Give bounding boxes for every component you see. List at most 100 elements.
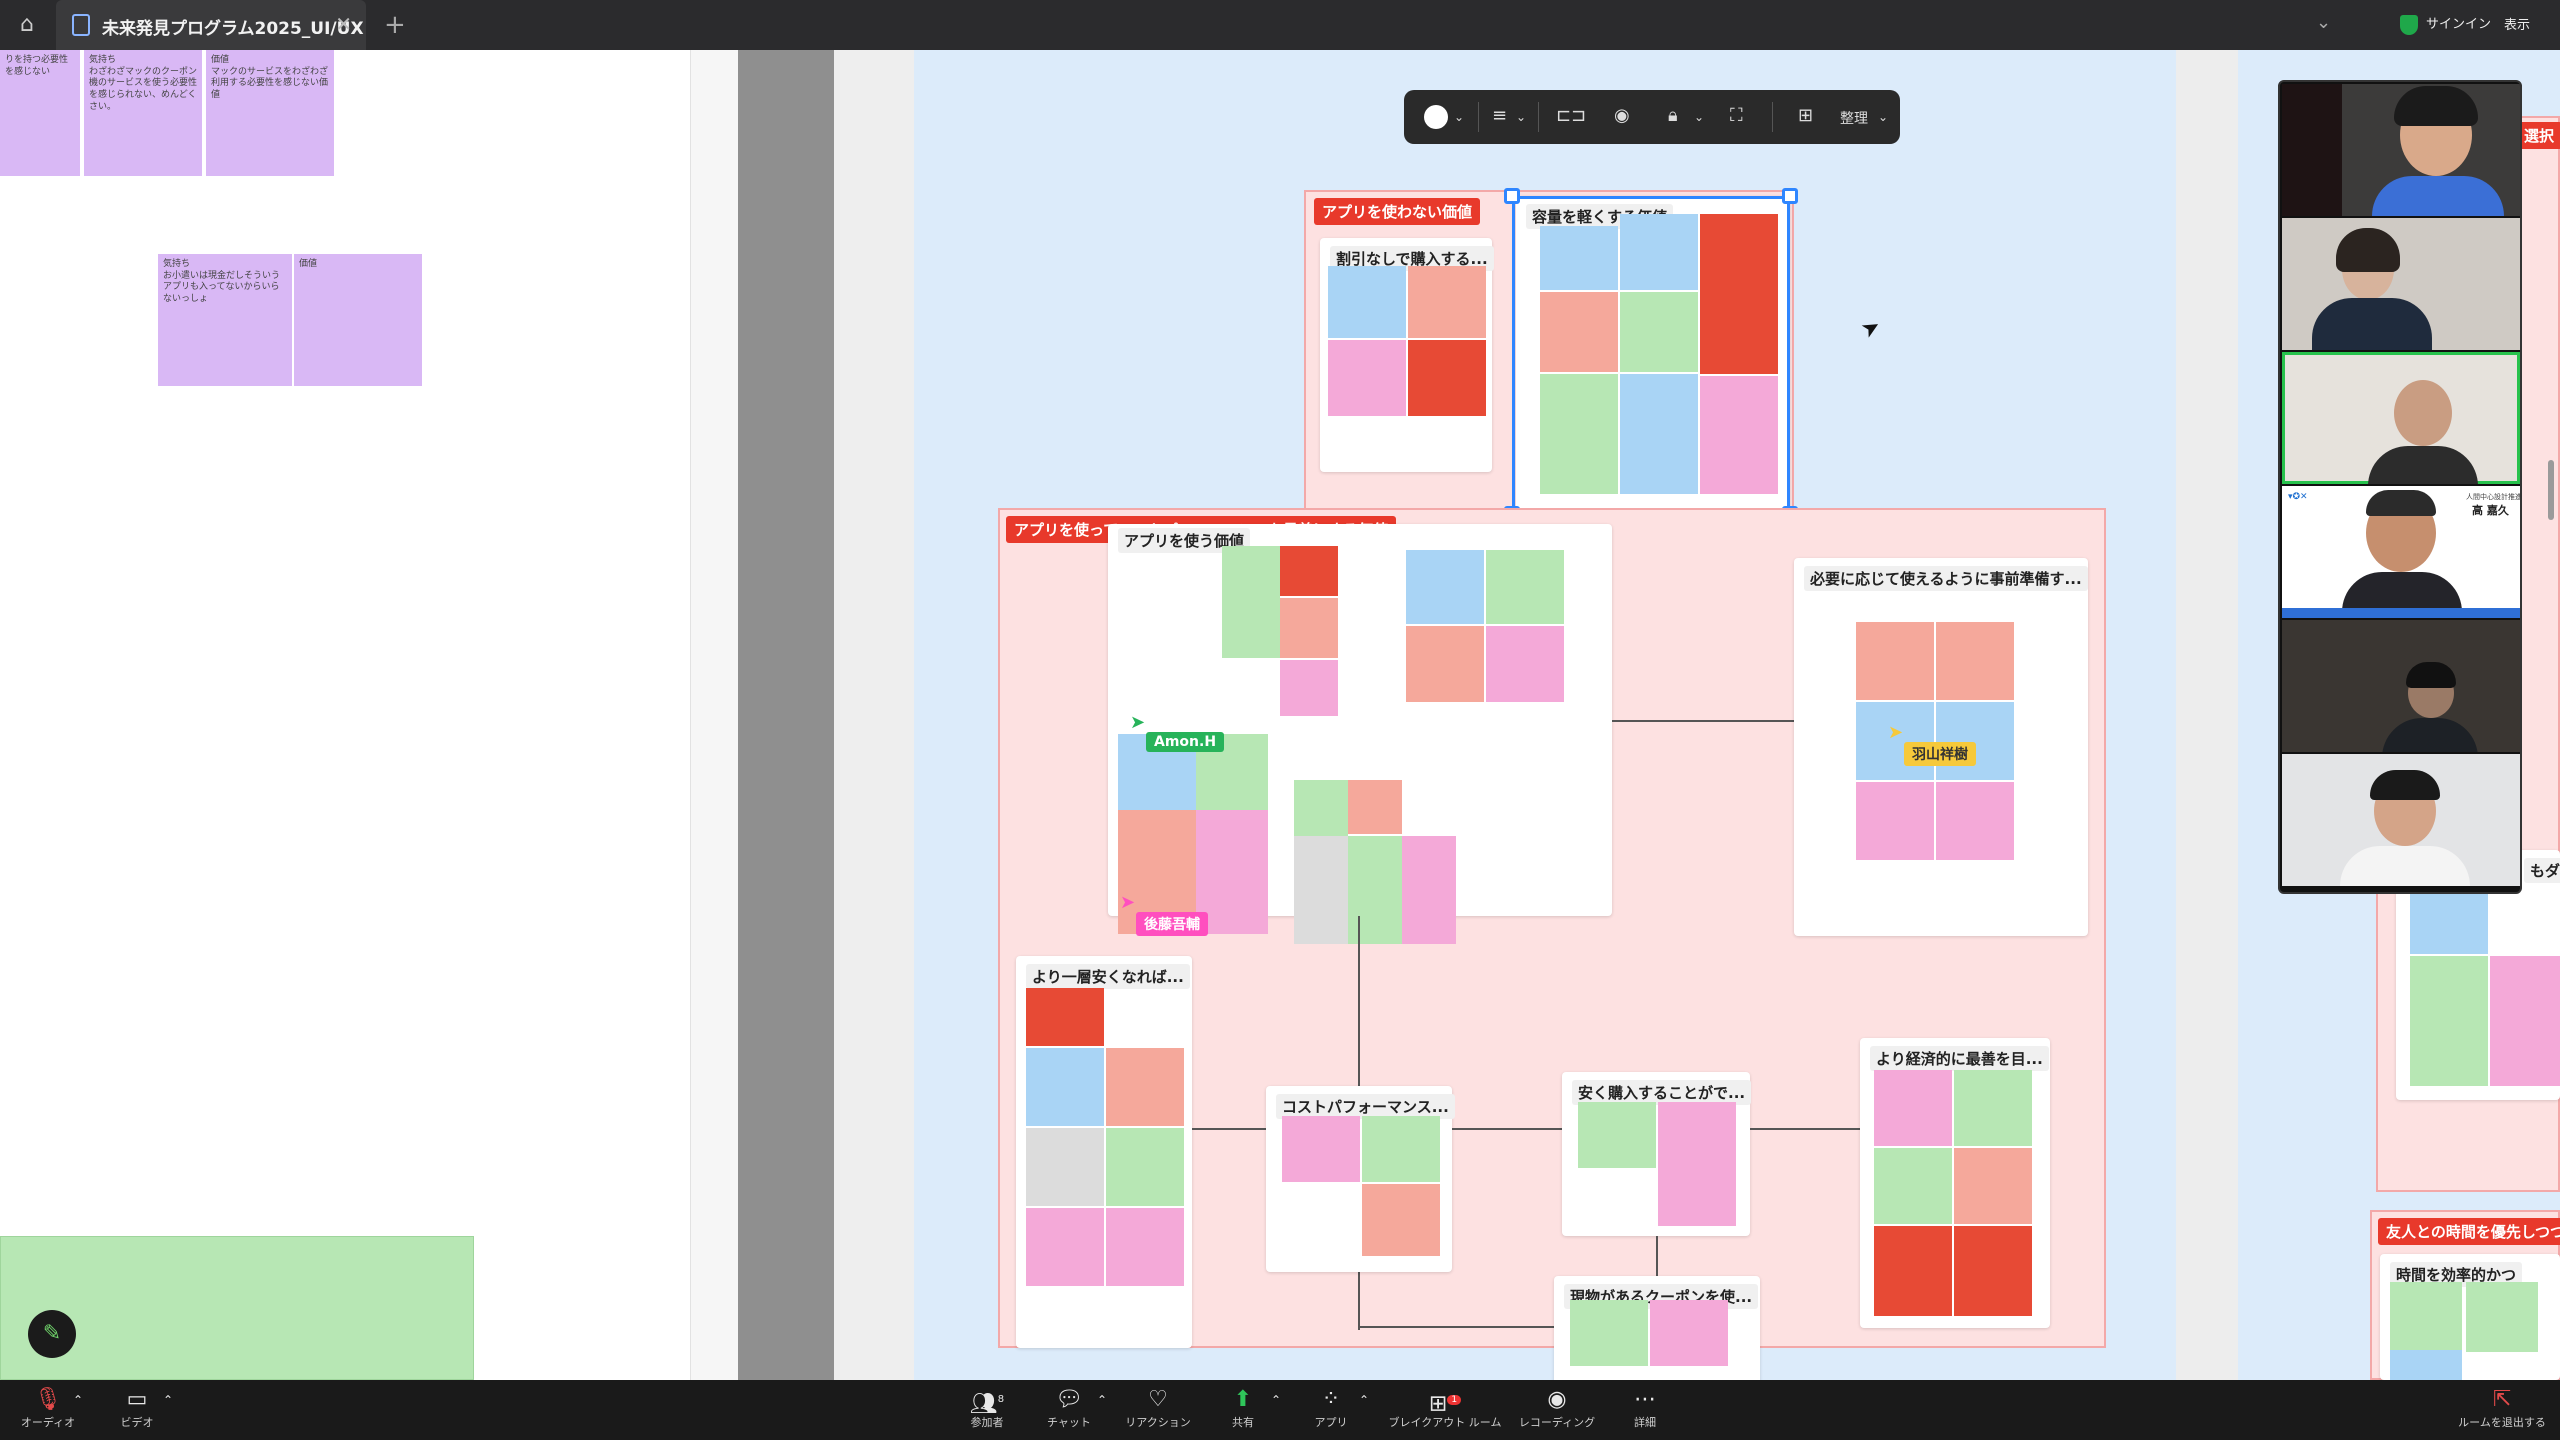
video-gallery-panel[interactable]: ▾✪✕ 人間中心設計推進機構 高 嘉久 bbox=[2278, 80, 2522, 894]
fullscreen-icon[interactable]: ⛶ bbox=[1730, 105, 1743, 126]
video-tile[interactable] bbox=[2282, 754, 2520, 886]
sticky-note[interactable] bbox=[1408, 340, 1486, 416]
resize-handle[interactable] bbox=[1504, 188, 1520, 204]
sticky-note[interactable] bbox=[2390, 1350, 2462, 1380]
sticky-note[interactable] bbox=[1106, 1128, 1184, 1206]
sticky-note[interactable] bbox=[2410, 956, 2488, 1086]
chevron-down-icon[interactable]: ⌄ bbox=[1694, 110, 1705, 124]
sticky-note[interactable] bbox=[1856, 622, 1934, 700]
sticky-note[interactable] bbox=[2490, 956, 2560, 1086]
sticky-note[interactable] bbox=[1282, 1116, 1360, 1182]
sticky-note[interactable] bbox=[1196, 810, 1268, 934]
sticky-note[interactable] bbox=[1954, 1070, 2032, 1146]
chat-button[interactable]: 💬︎ チャット bbox=[1044, 1386, 1094, 1430]
sticky-note[interactable] bbox=[1408, 266, 1486, 338]
sticky-note[interactable]: 価値 bbox=[294, 254, 422, 386]
chevron-down-icon[interactable]: ⌄ bbox=[1454, 110, 1465, 124]
lock-icon[interactable]: 🔒︎ bbox=[1668, 105, 1678, 126]
sticky-note[interactable] bbox=[1328, 266, 1406, 338]
sticky-note[interactable] bbox=[1620, 214, 1698, 290]
sticky-note[interactable] bbox=[1874, 1226, 1952, 1316]
sticky-note[interactable] bbox=[1954, 1148, 2032, 1224]
sticky-note[interactable] bbox=[1026, 1048, 1104, 1126]
sticky-note[interactable] bbox=[1362, 1116, 1440, 1182]
align-icon[interactable]: ≡ bbox=[1492, 105, 1508, 126]
edit-pencil-button[interactable]: ✎ bbox=[28, 1310, 76, 1358]
sticky-note[interactable] bbox=[1106, 1048, 1184, 1126]
sticky-note[interactable] bbox=[1280, 546, 1338, 596]
sticky-note[interactable]: 価値 マックのサービスをわざわざ利用する必要性を感じない価値 bbox=[206, 50, 334, 176]
sticky-note[interactable] bbox=[1856, 702, 1934, 780]
sticky-note[interactable] bbox=[1026, 1128, 1104, 1206]
sticky-note[interactable] bbox=[1620, 374, 1698, 494]
home-icon[interactable]: ⌂ bbox=[20, 12, 34, 37]
video-tile[interactable] bbox=[2282, 620, 2520, 752]
sticky-note[interactable] bbox=[1650, 1300, 1728, 1366]
sticky-note[interactable] bbox=[1700, 214, 1778, 374]
sticky-note[interactable] bbox=[2390, 1282, 2462, 1352]
green-area[interactable] bbox=[0, 1236, 474, 1380]
whiteboard-canvas[interactable]: りを持つ必要性を感じない 気持ち わざわざマックのクーポン機のサービスを使う必要… bbox=[0, 50, 2560, 1380]
audio-options-caret[interactable]: ⌃ bbox=[70, 1386, 86, 1414]
sticky-note[interactable] bbox=[1486, 626, 1564, 702]
sticky-note[interactable] bbox=[1348, 780, 1402, 834]
sticky-note[interactable] bbox=[2466, 1282, 2538, 1352]
sticky-note[interactable] bbox=[1406, 626, 1484, 702]
eye-icon[interactable]: ◉ bbox=[1614, 105, 1630, 126]
sticky-note[interactable] bbox=[1402, 836, 1456, 944]
sticky-note[interactable] bbox=[1620, 292, 1698, 372]
selection-box[interactable] bbox=[1512, 196, 1790, 514]
sticky-note[interactable] bbox=[1406, 550, 1484, 624]
apps-options-caret[interactable]: ⌃ bbox=[1356, 1386, 1372, 1414]
sticky-note[interactable] bbox=[1222, 546, 1280, 658]
sticky-note[interactable]: 気持ち お小遣いは現金だしそういうアプリも入ってないからいらないっしょ bbox=[158, 254, 292, 386]
sticky-note[interactable]: りを持つ必要性を感じない bbox=[0, 50, 80, 176]
sticky-note[interactable] bbox=[1486, 550, 1564, 624]
video-options-caret[interactable]: ⌃ bbox=[160, 1386, 176, 1414]
document-tab[interactable]: 未来発見プログラム2025_UI/UX ✕ bbox=[56, 0, 366, 50]
reaction-button[interactable]: ♡ リアクション bbox=[1120, 1386, 1196, 1430]
recording-button[interactable]: ◉ レコーディング bbox=[1516, 1386, 1598, 1430]
sticky-note[interactable] bbox=[1328, 340, 1406, 416]
resize-handle[interactable] bbox=[1782, 188, 1798, 204]
sticky-note[interactable] bbox=[1106, 1208, 1184, 1286]
sticky-note[interactable] bbox=[1540, 292, 1618, 372]
chevron-down-icon[interactable]: ⌄ bbox=[1878, 110, 1889, 124]
sticky-note[interactable] bbox=[1856, 782, 1934, 860]
sticky-note[interactable] bbox=[1570, 1300, 1648, 1366]
organize-button[interactable]: 整理 bbox=[1840, 111, 1868, 127]
scrollbar-thumb[interactable] bbox=[2548, 460, 2554, 520]
sticky-note[interactable] bbox=[1362, 1184, 1440, 1256]
sticky-note[interactable] bbox=[1294, 836, 1348, 944]
video-tile[interactable]: ▾✪✕ 人間中心設計推進機構 高 嘉久 bbox=[2282, 486, 2520, 618]
share-button[interactable]: ⬆ 共有 bbox=[1218, 1386, 1268, 1430]
grid-icon[interactable]: ⊞ bbox=[1798, 105, 1814, 126]
sticky-note[interactable] bbox=[1540, 374, 1618, 494]
sticky-note[interactable] bbox=[1026, 988, 1104, 1046]
sticky-note[interactable] bbox=[2410, 890, 2488, 954]
sticky-note[interactable] bbox=[1280, 660, 1338, 716]
sticky-note[interactable] bbox=[1954, 1226, 2032, 1316]
chevron-down-icon[interactable]: ⌄ bbox=[2316, 12, 2332, 33]
color-swatch[interactable] bbox=[1424, 105, 1448, 129]
sticky-note[interactable] bbox=[1348, 836, 1402, 944]
sticky-note[interactable]: 気持ち わざわざマックのクーポン機のサービスを使う必要性を感じられない、めんどく… bbox=[84, 50, 202, 176]
chevron-down-icon[interactable]: ⌄ bbox=[1516, 110, 1527, 124]
frame-icon[interactable]: ⊏⊐ bbox=[1556, 105, 1587, 126]
breakout-rooms-button[interactable]: ⊞1 ブレイクアウト ルーム bbox=[1384, 1386, 1506, 1430]
sticky-note[interactable] bbox=[1936, 702, 2014, 780]
sticky-note[interactable] bbox=[1578, 1102, 1656, 1168]
sticky-note[interactable] bbox=[1026, 1208, 1104, 1286]
sticky-note[interactable] bbox=[1936, 782, 2014, 860]
close-tab-icon[interactable]: ✕ bbox=[335, 12, 352, 36]
new-tab-icon[interactable]: + bbox=[384, 10, 406, 40]
sticky-note[interactable] bbox=[1658, 1102, 1736, 1226]
sticky-note[interactable] bbox=[1874, 1148, 1952, 1224]
apps-button[interactable]: ⁘ アプリ bbox=[1306, 1386, 1356, 1430]
sticky-note[interactable] bbox=[1936, 622, 2014, 700]
view-button[interactable]: 表示 bbox=[2504, 18, 2531, 33]
share-options-caret[interactable]: ⌃ bbox=[1268, 1386, 1284, 1414]
sticky-note[interactable] bbox=[1874, 1070, 1952, 1146]
audio-button[interactable]: 🎙︎ オーディオ bbox=[16, 1386, 80, 1430]
signin-button[interactable]: サインイン bbox=[2392, 12, 2501, 38]
